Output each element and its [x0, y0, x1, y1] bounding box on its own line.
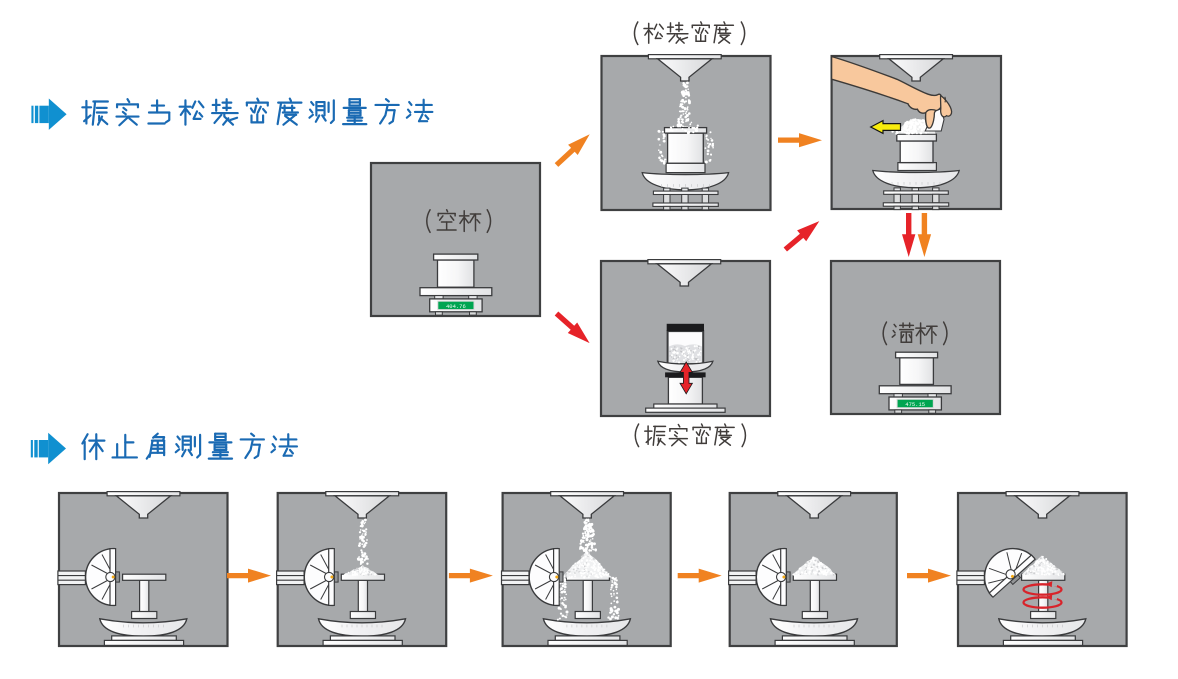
svg-text:404.76: 404.76 — [446, 303, 466, 310]
svg-text:475.15: 475.15 — [905, 401, 925, 408]
